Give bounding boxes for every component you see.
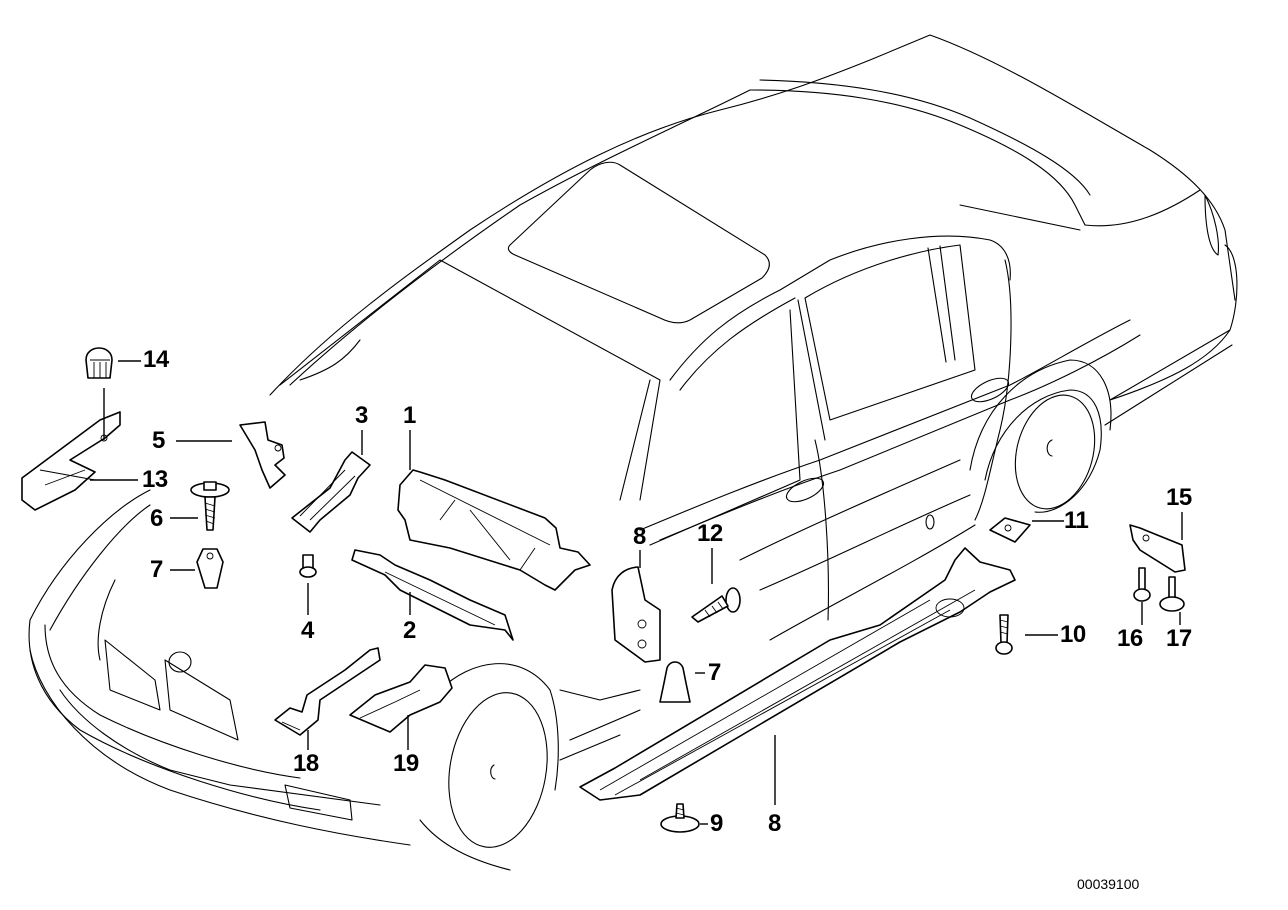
part-3-bracket[interactable] (291, 451, 371, 533)
callout-19[interactable]: 18 (293, 750, 319, 777)
callout-14[interactable]: 13 (142, 466, 168, 493)
callout-2[interactable]: 2 (403, 617, 416, 644)
callout-7a[interactable]: 7 (150, 556, 163, 583)
part-12-clip-nut[interactable] (989, 517, 1031, 543)
part-13-push-pin[interactable] (691, 587, 741, 623)
part-9-sill-panel[interactable] (579, 547, 1016, 801)
callout-4[interactable]: 4 (301, 617, 314, 644)
part-5-bracket[interactable] (239, 421, 286, 489)
callout-16[interactable]: 15 (1166, 484, 1192, 511)
callout-18[interactable]: 17 (1166, 625, 1192, 652)
part-7-clip-a[interactable] (196, 548, 224, 589)
part-18-screw[interactable] (1159, 576, 1185, 612)
document-number: 00039100 (1077, 876, 1140, 892)
callout-17[interactable]: 16 (1117, 625, 1143, 652)
callout-1[interactable]: 1 (403, 402, 416, 429)
part-11-screw[interactable] (995, 614, 1013, 655)
callout-6[interactable]: 6 (150, 505, 163, 532)
callout-3[interactable]: 3 (355, 402, 368, 429)
callout-20[interactable]: 19 (393, 750, 419, 777)
callout-13[interactable]: 12 (697, 520, 723, 547)
callout-7b[interactable]: 7 (708, 659, 721, 686)
part-1-cowl-panel[interactable] (397, 469, 591, 591)
callout-12[interactable]: 11 (1064, 507, 1089, 534)
leader-lines (90, 360, 1183, 825)
part-7-clip-b[interactable] (659, 661, 691, 703)
part-20-bracket[interactable] (349, 664, 453, 733)
car-body-outline (28, 34, 1238, 871)
part-8-plate[interactable] (611, 566, 661, 663)
part-15-clip[interactable] (85, 347, 113, 379)
part-16-bracket[interactable] (1129, 524, 1186, 573)
callout-15[interactable]: 14 (143, 346, 169, 373)
callout-11[interactable]: 10 (1060, 621, 1086, 648)
part-17-screw[interactable] (1133, 567, 1151, 602)
part-4-stud[interactable] (299, 554, 317, 578)
callout-5[interactable]: 5 (152, 427, 165, 454)
part-2-bracket[interactable] (351, 549, 514, 641)
part-6-screw[interactable] (190, 481, 230, 531)
callout-8[interactable]: 8 (633, 523, 646, 550)
part-14-bracket[interactable] (21, 411, 121, 511)
part-10-screw[interactable] (660, 803, 700, 833)
callout-9[interactable]: 8 (768, 810, 781, 837)
callout-10[interactable]: 9 (710, 810, 723, 837)
part-19-bracket[interactable] (274, 647, 381, 736)
